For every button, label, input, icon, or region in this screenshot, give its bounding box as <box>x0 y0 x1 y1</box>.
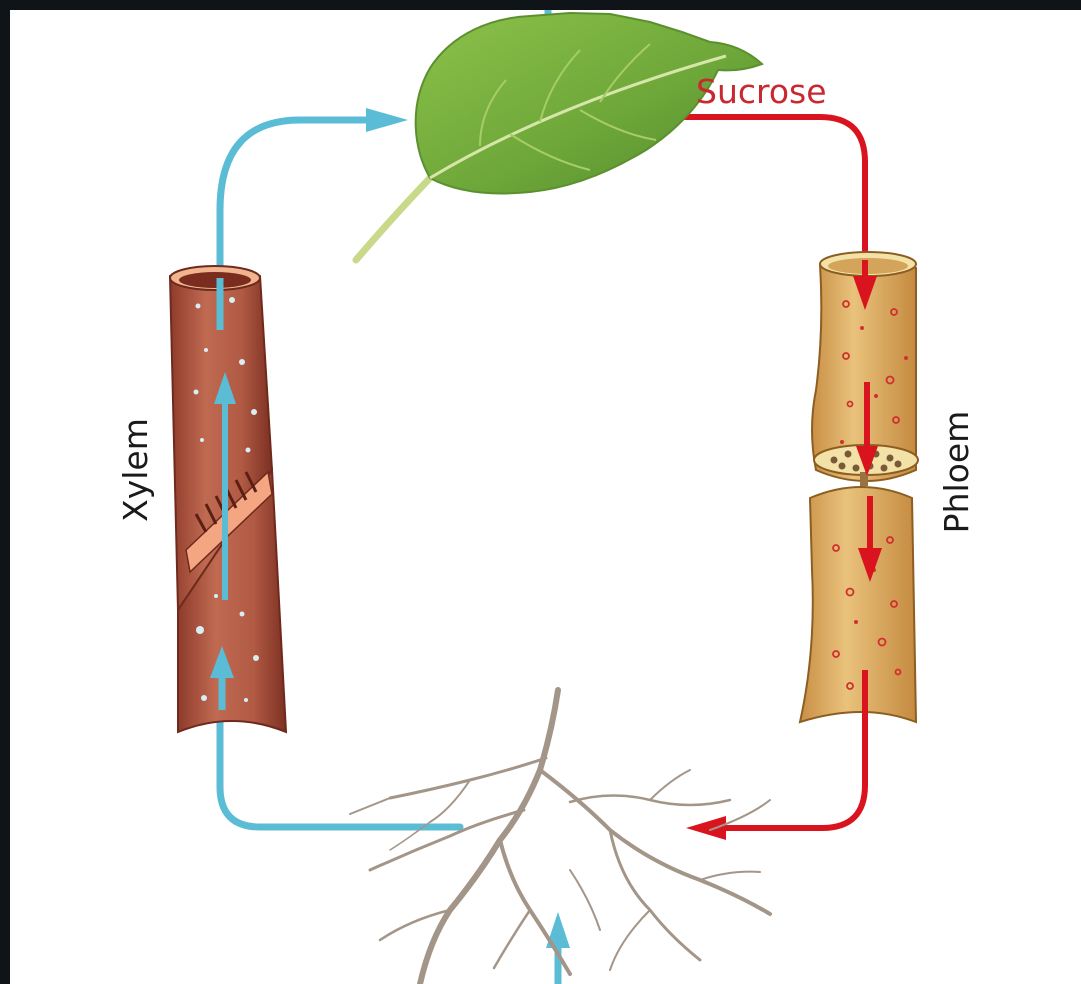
label-xylem: Xylem <box>116 418 156 522</box>
transport-diagram <box>10 10 1081 984</box>
water-flow-path <box>220 720 460 827</box>
leaf <box>356 13 762 260</box>
sucrose-arrow-to-root-icon <box>686 816 726 840</box>
sucrose-flow-path <box>658 117 865 260</box>
water-arrow-into-leaf-icon <box>366 108 408 132</box>
xylem-vessel <box>170 266 286 732</box>
diagram-canvas: Sucrose Xylem Phloem <box>10 10 1081 984</box>
phloem-vessel <box>800 252 918 722</box>
label-phloem: Phloem <box>937 411 977 534</box>
label-sucrose: Sucrose <box>696 72 827 112</box>
